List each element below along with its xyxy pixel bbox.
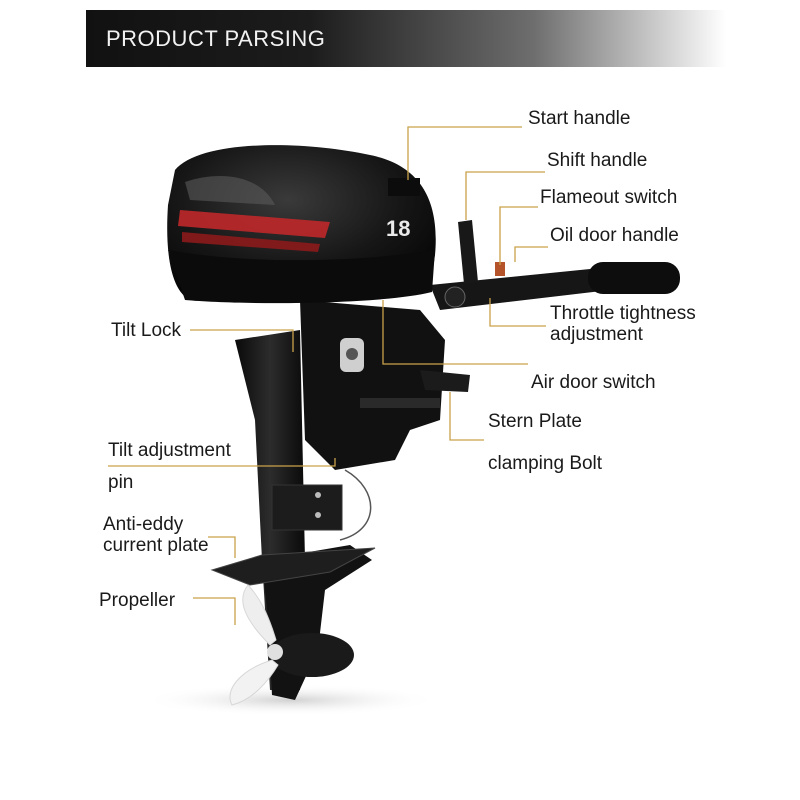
label-flameout-switch: Flameout switch [540, 187, 678, 208]
label-throttle-tightness: Throttle tightness [550, 303, 696, 324]
label-tilt-lock: Tilt Lock [111, 320, 182, 341]
header-banner: PRODUCT PARSING [86, 10, 726, 67]
label-shift-handle: Shift handle [547, 150, 648, 171]
label-current-plate: current plate [103, 535, 209, 556]
label-tilt-adjustment: Tilt adjustment [108, 440, 231, 461]
engine-badge: 18 [386, 216, 410, 241]
label-propeller: Propeller [99, 590, 176, 611]
label-oil-door-handle: Oil door handle [550, 225, 679, 246]
label-clamping-bolt: clamping Bolt [488, 453, 603, 474]
label-tilt-pin: pin [108, 472, 134, 493]
label-anti-eddy: Anti-eddy [103, 514, 184, 535]
label-stern-plate: Stern Plate [488, 411, 582, 432]
label-throttle-adjustment: adjustment [550, 324, 643, 345]
label-air-door-switch: Air door switch [531, 372, 656, 393]
banner-title: PRODUCT PARSING [106, 26, 326, 51]
label-start-handle: Start handle [528, 108, 631, 129]
